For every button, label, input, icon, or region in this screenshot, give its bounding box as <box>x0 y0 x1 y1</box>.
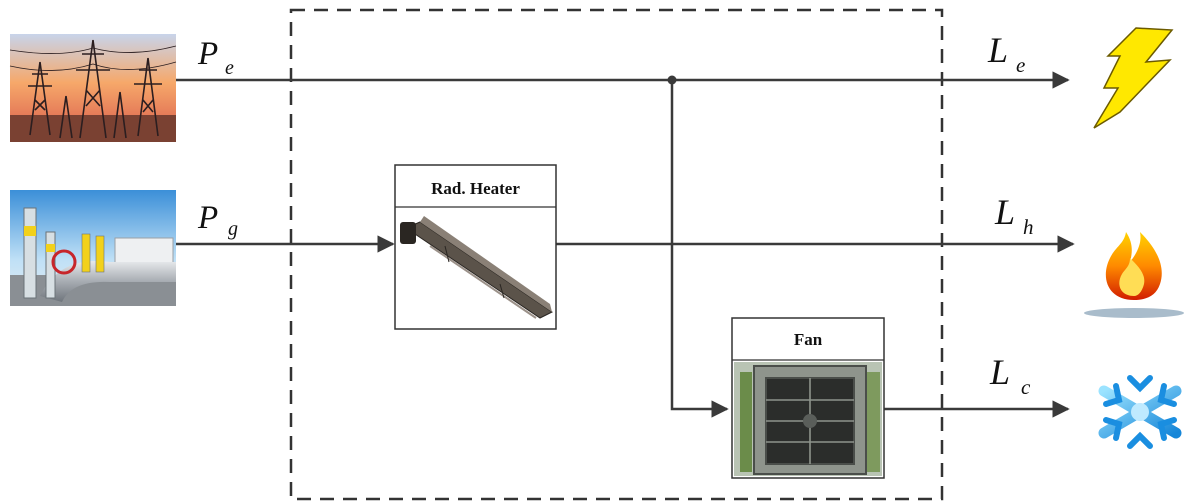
fan-supply-line <box>670 80 729 418</box>
svg-text:L: L <box>994 192 1015 232</box>
gas-pipeline-icon <box>10 190 176 306</box>
flow-lines <box>176 71 1075 418</box>
output-label-cooling: L c <box>989 352 1031 399</box>
svg-text:h: h <box>1023 215 1034 239</box>
svg-text:P: P <box>197 36 218 72</box>
snowflake-icon <box>1098 364 1182 460</box>
svg-text:P: P <box>197 200 218 236</box>
svg-text:g: g <box>228 218 238 240</box>
flame-icon <box>1084 232 1184 318</box>
output-label-heat: L h <box>994 192 1034 239</box>
heater-title: Rad. Heater <box>431 179 520 198</box>
hub-boundary <box>289 8 944 501</box>
power-tower-icon <box>9 34 177 142</box>
input-label-gas: P g <box>197 200 238 240</box>
svg-text:c: c <box>1021 375 1031 399</box>
output-label-electricity: L e <box>987 30 1025 77</box>
radiant-heater-icon <box>400 216 553 319</box>
fan-title: Fan <box>794 330 823 349</box>
svg-text:L: L <box>989 352 1010 392</box>
svg-text:L: L <box>987 30 1008 70</box>
lightning-icon <box>1093 27 1174 129</box>
fan-box: Fan <box>731 317 885 479</box>
heater-box: Rad. Heater <box>394 164 557 330</box>
svg-text:e: e <box>225 57 234 79</box>
svg-text:e: e <box>1016 53 1025 77</box>
fan-icon <box>734 362 882 476</box>
junction-node <box>667 75 677 85</box>
input-label-electricity: P e <box>197 36 234 79</box>
